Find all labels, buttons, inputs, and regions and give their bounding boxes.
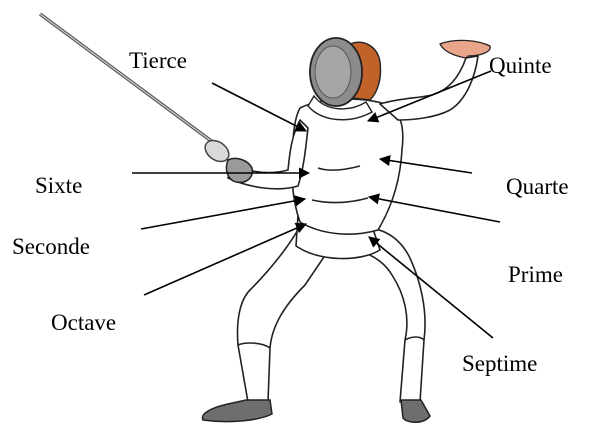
back-hand <box>440 40 490 58</box>
label-sixte: Sixte <box>35 174 82 197</box>
arrow-seconde <box>141 199 305 229</box>
label-prime: Prime <box>508 263 563 286</box>
epee-blade <box>40 14 233 166</box>
label-quarte: Quarte <box>506 175 569 198</box>
arrow-septime <box>369 237 493 338</box>
sword-glove <box>226 158 252 182</box>
fencer-shoes <box>202 400 430 422</box>
arrow-tierce <box>212 83 306 131</box>
fencer-legs <box>238 215 426 402</box>
label-septime: Septime <box>462 352 537 375</box>
label-quinte: Quinte <box>489 54 552 77</box>
label-seconde: Seconde <box>12 235 90 258</box>
label-tierce: Tierce <box>129 49 187 72</box>
label-octave: Octave <box>51 311 116 334</box>
